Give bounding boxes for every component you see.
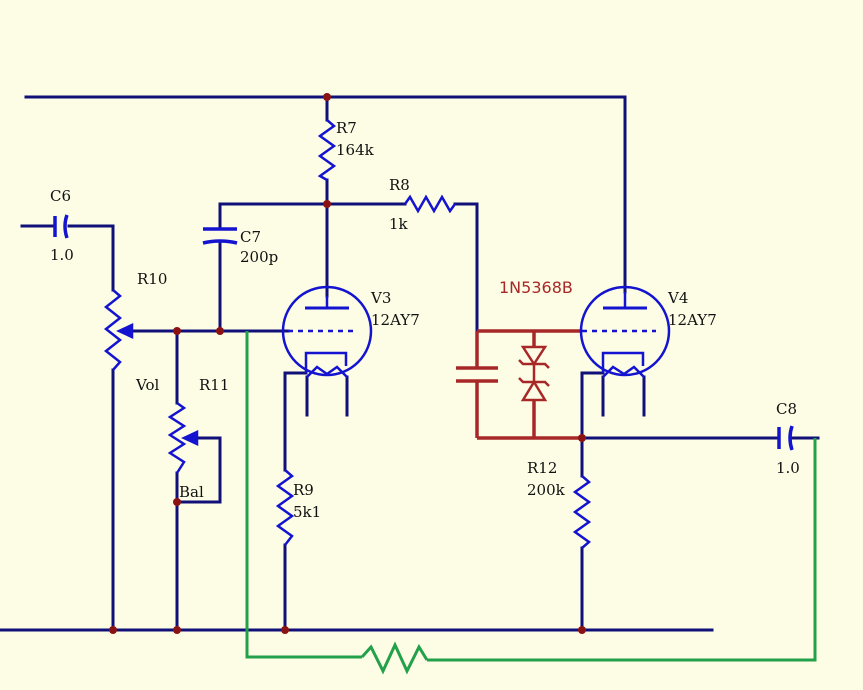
feedback-wire-right — [427, 438, 817, 662]
components — [53, 119, 794, 549]
c7-ref-label: C7 — [240, 228, 261, 246]
junction-node — [578, 626, 586, 634]
feedback-network — [245, 331, 817, 675]
junction-node — [109, 626, 117, 634]
v3-cathode-lead — [283, 371, 308, 472]
r11-resistor — [167, 401, 187, 474]
junction-nodes — [109, 93, 586, 634]
r10-ref-label: R10 — [137, 270, 167, 288]
r12-resistor — [572, 475, 592, 549]
r11-ref-label: R11 — [199, 376, 229, 394]
junction-node — [173, 327, 181, 335]
r12-ref-label: R12 — [527, 459, 557, 477]
c8-value-label: 1.0 — [776, 459, 800, 477]
junction-node — [323, 200, 331, 208]
v4-heater — [602, 365, 645, 378]
r11-name-label: Bal — [179, 483, 204, 501]
r8-value-label: 1k — [389, 215, 409, 233]
r11-wiper-loop — [175, 436, 222, 504]
r8-ref-label: R8 — [389, 176, 410, 194]
r7-resistor — [317, 119, 337, 182]
zener-diode-upper — [520, 345, 548, 367]
r10-name-label: Vol — [135, 376, 159, 394]
v3-type-label: 12AY7 — [371, 311, 420, 329]
c8-ref-label: C8 — [776, 400, 797, 418]
r8-resistor — [403, 194, 457, 214]
v3-tube — [281, 285, 373, 378]
v4-cathode — [601, 351, 645, 373]
r9-ref-label: R9 — [293, 481, 314, 499]
c7-plate-bottom — [202, 239, 238, 245]
c7-value-label: 200p — [240, 248, 278, 266]
v3-heater — [306, 365, 348, 378]
r9-resistor — [275, 469, 295, 546]
v3-cathode — [304, 351, 348, 373]
labels: C6 1.0 R10 Vol R11 Bal C7 200p R7 164k R… — [50, 119, 800, 521]
v4-envelope — [579, 285, 671, 377]
feedback-resistor — [360, 641, 429, 675]
v4-cathode-lead — [580, 371, 605, 440]
junction-node — [216, 327, 224, 335]
v4-tube — [579, 285, 671, 378]
junction-node — [578, 434, 586, 442]
c6-plate-right — [63, 214, 69, 239]
v4-ref-label: V4 — [667, 289, 688, 307]
r9-value-label: 5k1 — [293, 503, 321, 521]
zener-diode-lower — [520, 379, 548, 402]
r11-wiper-arrow — [181, 430, 199, 446]
r7-ref-label: R7 — [336, 119, 357, 137]
r10-resistor — [103, 289, 123, 371]
v4-type-label: 12AY7 — [668, 311, 717, 329]
zener-diodes — [518, 345, 550, 402]
c8-plate-right — [788, 425, 794, 451]
added-parts — [456, 329, 582, 440]
feedback-wire-left — [245, 331, 362, 659]
r7-value-label: 164k — [336, 141, 375, 159]
wires — [0, 95, 820, 632]
junction-node — [281, 626, 289, 634]
r12-value-label: 200k — [527, 481, 566, 499]
c6-value-label: 1.0 — [50, 246, 74, 264]
junction-node — [173, 626, 181, 634]
zener-part-label: 1N5368B — [499, 278, 573, 297]
zener-bar-lower — [518, 377, 550, 387]
r10-wiper-arrow — [116, 323, 134, 339]
junction-node — [173, 498, 181, 506]
c6-ref-label: C6 — [50, 187, 71, 205]
junction-node — [323, 93, 331, 101]
v3-ref-label: V3 — [370, 289, 391, 307]
